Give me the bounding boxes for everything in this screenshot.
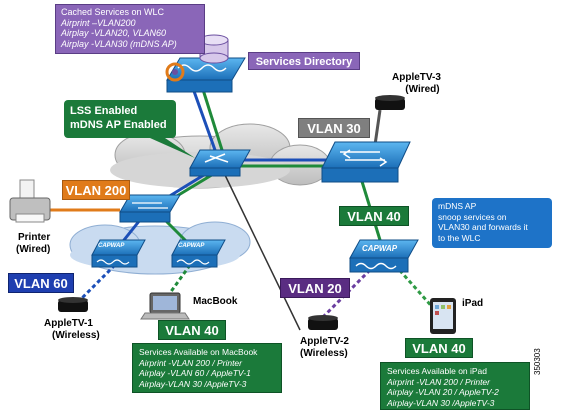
appletv-3-label: AppleTV-3 (Wired) <box>392 72 441 96</box>
device-name: Printer <box>18 232 51 243</box>
device-subtitle: (Wireless) <box>52 330 100 341</box>
distribution-switch <box>321 141 411 183</box>
service-sync-icon <box>165 62 185 82</box>
mdns-note-line: VLAN30 and forwards it <box>438 222 528 232</box>
wlc-switch <box>166 57 246 93</box>
appletv-2-icon <box>308 315 338 330</box>
ipad-service-line: Airplay -VLAN 20 / AppleTV-2 <box>387 387 499 397</box>
macbook-services-title: Services Available on MacBook <box>139 347 258 357</box>
wireless-appletv1 <box>78 263 117 302</box>
lss-callout-line: mDNS AP Enabled <box>70 119 167 131</box>
vlan200-badge: VLAN 200 <box>62 180 130 200</box>
device-subtitle: (Wireless) <box>300 348 348 359</box>
printer-icon <box>9 179 51 223</box>
ipad-services-title: Services Available on iPad <box>387 366 488 376</box>
capwap-ap-1 <box>91 239 146 268</box>
macbook-service-line: Airprint -VLAN 200 / Printer <box>139 357 242 368</box>
cached-service-line: Airplay -VLAN20, VLAN60 <box>61 28 167 38</box>
figure-id: 350303 <box>533 348 542 375</box>
link-dist-appletv3 <box>373 109 382 146</box>
lss-callout-pointer <box>150 138 195 158</box>
ipad-label: iPad <box>462 298 484 309</box>
mdns-note-line: snoop services on <box>438 211 507 222</box>
vlan20-badge: VLAN 20 <box>280 278 350 298</box>
link-core-down <box>224 174 301 331</box>
database-icon <box>199 34 229 64</box>
device-subtitle: (Wired) <box>405 84 440 95</box>
mdns-note-line: mDNS AP <box>438 201 477 211</box>
device-name: AppleTV-1 <box>44 318 93 329</box>
cached-services-note: Cached Services on WLC Airprint –VLAN200… <box>55 4 205 54</box>
vlan60-badge: VLAN 60 <box>8 273 74 293</box>
vlan30-badge: VLAN 30 <box>298 118 370 138</box>
device-subtitle: (Wired) <box>16 244 51 255</box>
printer-label: Printer (Wired) <box>16 232 50 256</box>
device-name: AppleTV-2 <box>300 336 349 347</box>
lss-callout-line: LSS Enabled <box>70 105 138 117</box>
appletv-3-icon <box>375 95 405 110</box>
ipad-icon <box>430 298 456 334</box>
ipad-services-note: Services Available on iPad Airprint -VLA… <box>380 362 530 410</box>
services-directory-label: Services Directory <box>248 52 360 70</box>
mdns-ap-note: mDNS AP snoop services on VLAN30 and for… <box>432 198 552 248</box>
ipad-service-line: Airplay-VLAN 30 /AppleTV-3 <box>387 397 495 408</box>
ipad-service-line: Airprint -VLAN 200 / Printer <box>387 376 490 387</box>
vlan40-macbook-badge: VLAN 40 <box>158 320 226 340</box>
macbook-services-note: Services Available on MacBook Airprint -… <box>132 343 282 393</box>
appletv-1-icon <box>58 297 88 312</box>
capwap-label: CAPWAP <box>362 244 398 253</box>
core-switch <box>189 149 251 177</box>
capwap-label: CAPWAP <box>178 243 205 249</box>
capwap-ap-2 <box>171 239 226 268</box>
vlan40-ipad-badge: VLAN 40 <box>405 338 473 358</box>
cached-services-title: Cached Services on WLC <box>61 7 165 17</box>
mdns-note-line: to the WLC <box>438 232 481 243</box>
cached-service-line: Airprint –VLAN200 <box>61 17 136 28</box>
lss-callout: LSS Enabled mDNS AP Enabled <box>64 100 176 138</box>
cached-service-line: Airplay -VLAN30 (mDNS AP) <box>61 38 177 49</box>
capwap-ap-mdns <box>349 239 419 273</box>
appletv-2-label: AppleTV-2 (Wireless) <box>300 336 349 360</box>
vlan40-core-badge: VLAN 40 <box>339 206 409 226</box>
device-name: AppleTV-3 <box>392 72 441 83</box>
appletv-1-label: AppleTV-1 (Wireless) <box>44 318 100 342</box>
macbook-label: MacBook <box>193 296 238 307</box>
macbook-service-line: Airplay -VLAN 60 / AppleTV-1 <box>139 368 251 378</box>
macbook-service-line: Airplay-VLAN 30 /AppleTV-3 <box>139 378 247 389</box>
capwap-label: CAPWAP <box>98 243 125 249</box>
macbook-icon <box>140 292 190 320</box>
access-switch <box>119 194 181 223</box>
